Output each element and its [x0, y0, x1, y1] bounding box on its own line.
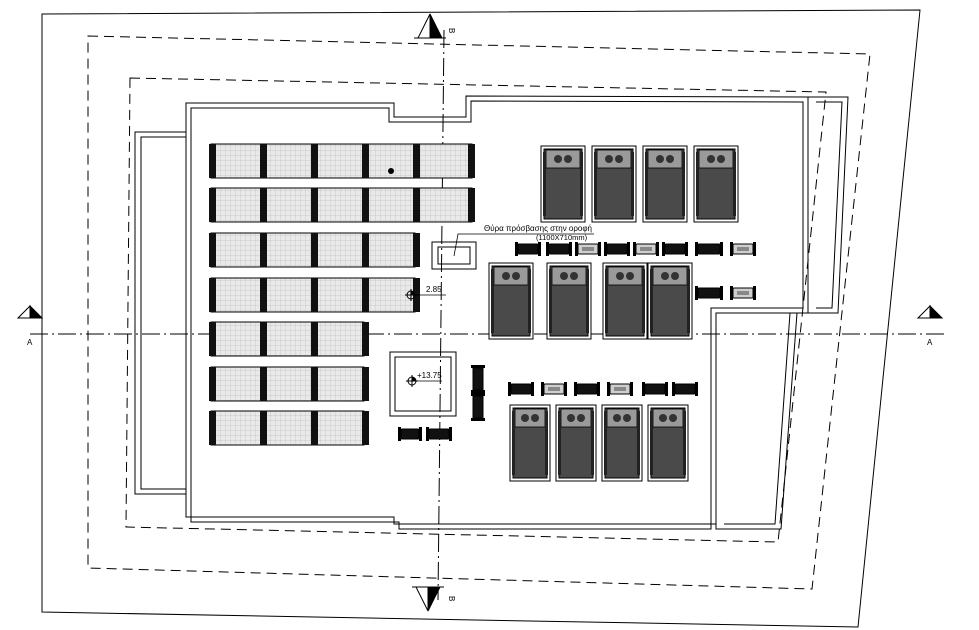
panel-frame-post [362, 278, 369, 312]
small-unit [662, 242, 688, 256]
hvac-unit [591, 145, 637, 223]
panel-frame-post [260, 367, 267, 401]
level-marker-small: 2.85 [405, 285, 446, 301]
solar-panel-array [209, 143, 475, 446]
panel-frame-post [260, 144, 267, 178]
small-unit [633, 242, 659, 256]
section-label-a-left: A [27, 338, 33, 347]
panel-row [209, 321, 369, 357]
hvac-unit [555, 404, 597, 482]
panel-frame-post [209, 411, 216, 445]
panel-row [209, 410, 369, 446]
small-unit [604, 242, 630, 256]
panel-frame-post [413, 188, 420, 222]
small-unit [695, 286, 723, 300]
panel-frame-post [209, 367, 216, 401]
small-unit [426, 427, 452, 441]
panel-frame-post [209, 188, 216, 222]
small-unit [642, 382, 668, 396]
small-unit [471, 365, 485, 393]
panel-row [209, 143, 475, 179]
hvac-unit [693, 145, 739, 223]
small-unit [574, 382, 600, 396]
panel-frame-post [260, 411, 267, 445]
small-unit [471, 393, 485, 421]
site-boundary [41, 9, 921, 628]
panel-frame-post [311, 233, 318, 267]
panel-frame-post [311, 367, 318, 401]
section-marker-a-left: A [16, 304, 44, 347]
panel-frame-post [311, 278, 318, 312]
small-unit [695, 242, 723, 256]
small-unit [398, 427, 422, 441]
panel-frame-post [311, 322, 318, 356]
right-wing-outline [715, 96, 849, 530]
section-label-b-bottom: B [447, 596, 456, 601]
section-marker-b-top: B [414, 13, 456, 39]
small-unit [546, 242, 572, 256]
skylight: +13.75 [389, 351, 457, 417]
small-unit [607, 382, 633, 396]
level-value-small: 2.85 [426, 285, 442, 294]
level-value-large: +13.75 [417, 371, 442, 380]
small-unit [508, 382, 534, 396]
panel-frame-post [260, 278, 267, 312]
panel-frame-post [413, 144, 420, 178]
small-unit [730, 242, 756, 256]
panel-frame-post [362, 367, 369, 401]
section-label-b-top: B [447, 28, 456, 33]
roof-hatch: Θύρα πρόσβασης στην οροφή (1100X710mm) [431, 224, 594, 270]
hvac-unit [509, 404, 551, 482]
panel-frame-post [468, 188, 475, 222]
panel-frame-post [311, 144, 318, 178]
panel-frame-post [362, 322, 369, 356]
roof-hatch-label: Θύρα πρόσβασης στην οροφή [484, 224, 592, 233]
hvac-unit [488, 262, 534, 340]
section-marker-b-bottom: B [412, 586, 456, 612]
panel-frame-post [260, 188, 267, 222]
section-label-a-right: A [927, 338, 933, 347]
panel-frame-post [311, 188, 318, 222]
panel-frame-post [209, 278, 216, 312]
panel-frame-post [362, 144, 369, 178]
panel-frame-post [311, 411, 318, 445]
panel-frame-post [260, 322, 267, 356]
panel-row [209, 366, 369, 402]
hvac-unit [647, 404, 689, 482]
panel-frame-post [209, 322, 216, 356]
panel-frame-post [260, 233, 267, 267]
section-line-b [437, 29, 445, 601]
left-wing-outline [134, 131, 186, 495]
small-units [398, 242, 756, 441]
panel-frame-post [362, 411, 369, 445]
small-unit [730, 286, 756, 300]
roof-hatch-size: (1100X710mm) [536, 233, 588, 242]
setback-inner-dashed [125, 77, 827, 543]
panel-frame-post [468, 144, 475, 178]
hvac-unit [602, 262, 648, 340]
panel-row [209, 187, 475, 223]
panel-frame-post [362, 188, 369, 222]
small-unit [541, 382, 567, 396]
section-marker-a-right: A [916, 304, 944, 347]
hvac-unit [647, 262, 693, 340]
panel-frame-post [362, 233, 369, 267]
panel-row [209, 277, 420, 313]
hvac-unit [642, 145, 688, 223]
roof-device-icon [388, 168, 394, 174]
panel-row [209, 232, 420, 268]
hvac-units [488, 145, 739, 482]
hvac-unit [546, 262, 592, 340]
panel-frame-post [209, 144, 216, 178]
hvac-unit [601, 404, 643, 482]
small-unit [575, 242, 601, 256]
small-unit [515, 242, 541, 256]
setback-outer-dashed [87, 35, 871, 590]
panel-frame-post [209, 233, 216, 267]
hvac-unit [540, 145, 586, 223]
small-unit [672, 382, 698, 396]
panel-frame-post [413, 233, 420, 267]
